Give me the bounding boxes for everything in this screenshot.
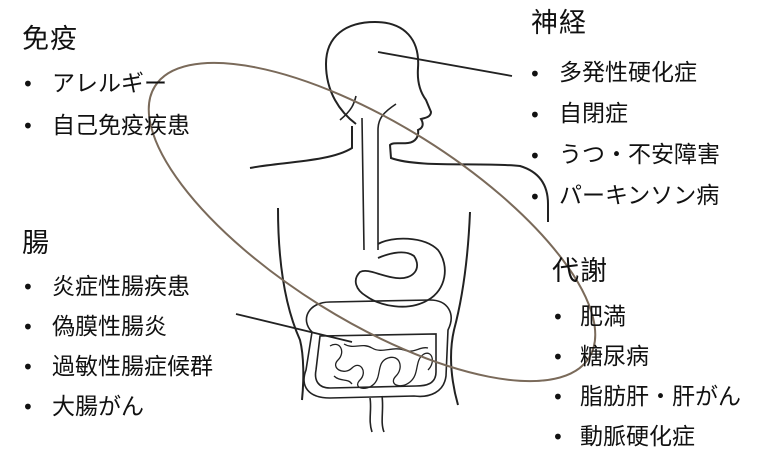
nerve-leader-line (378, 52, 512, 76)
list-item: •脂肪肝・肝がん (552, 377, 741, 417)
esophagus (340, 96, 396, 250)
list-item: •パーキンソン病 (529, 176, 720, 217)
metabolism-list: •肥満 •糖尿病 •脂肪肝・肝がん •動脈硬化症 (552, 297, 741, 457)
list-item-label: 糖尿病 (580, 346, 649, 369)
list-item: •動脈硬化症 (552, 417, 741, 457)
stomach (356, 239, 445, 307)
list-item-label: アレルギー (52, 73, 167, 96)
list-item-label: 過敏性腸症候群 (52, 356, 213, 379)
bullet: • (552, 427, 580, 447)
small-intestine (330, 344, 432, 388)
bullet: • (22, 277, 52, 297)
list-item-label: うつ・不安障害 (559, 144, 720, 167)
list-item-label: 炎症性腸疾患 (52, 276, 190, 299)
list-item-label: 大腸がん (52, 396, 144, 419)
immune-heading: 免疫 (22, 26, 190, 53)
gut-heading: 腸 (22, 230, 213, 257)
list-item: •うつ・不安障害 (529, 135, 720, 176)
list-item-label: 自己免疫疾患 (52, 115, 190, 138)
bullet: • (22, 116, 52, 136)
large-intestine (304, 300, 451, 398)
metabolism-heading: 代謝 (552, 258, 741, 285)
body-outline-left (250, 126, 352, 168)
torso-right (451, 212, 470, 405)
bullet: • (529, 146, 559, 166)
immune-group: 免疫 •アレルギー •自己免疫疾患 (22, 26, 190, 147)
nerve-list: •多発性硬化症 •自閉症 •うつ・不安障害 •パーキンソン病 (529, 53, 720, 217)
bullet: • (552, 347, 580, 367)
list-item-label: 肥満 (580, 306, 626, 329)
list-item: •偽膜性腸炎 (22, 307, 213, 347)
list-item: •糖尿病 (552, 337, 741, 377)
bullet: • (529, 105, 559, 125)
list-item-label: 動脈硬化症 (580, 426, 695, 449)
list-item: •多発性硬化症 (529, 53, 720, 94)
list-item-label: 脂肪肝・肝がん (580, 386, 741, 409)
gut-leader-line (236, 314, 352, 342)
gut-brain-diagram: 免疫 •アレルギー •自己免疫疾患 神経 •多発性硬化症 •自閉症 •うつ・不安… (0, 0, 772, 443)
list-item: •アレルギー (22, 63, 190, 105)
list-item: •炎症性腸疾患 (22, 267, 213, 307)
list-item: •自己免疫疾患 (22, 105, 190, 147)
list-item: •大腸がん (22, 387, 213, 427)
bullet: • (552, 387, 580, 407)
bullet: • (22, 317, 52, 337)
torso-left (278, 208, 303, 400)
nerve-heading: 神経 (531, 10, 720, 37)
bullet: • (529, 187, 559, 207)
nerve-group: 神経 •多発性硬化症 •自閉症 •うつ・不安障害 •パーキンソン病 (529, 10, 720, 217)
metabolism-group: 代謝 •肥満 •糖尿病 •脂肪肝・肝がん •動脈硬化症 (552, 258, 741, 457)
gut-list: •炎症性腸疾患 •偽膜性腸炎 •過敏性腸症候群 •大腸がん (22, 267, 213, 427)
list-item-label: 自閉症 (559, 103, 628, 126)
bullet: • (529, 64, 559, 84)
bullet: • (22, 397, 52, 417)
list-item-label: 多発性硬化症 (559, 62, 697, 85)
list-item-label: パーキンソン病 (559, 185, 719, 208)
immune-list: •アレルギー •自己免疫疾患 (22, 63, 190, 147)
bullet: • (22, 357, 52, 377)
list-item-label: 偽膜性腸炎 (52, 316, 167, 339)
bullet: • (552, 307, 580, 327)
list-item: •肥満 (552, 297, 741, 337)
body-outline (326, 22, 548, 222)
list-item: •過敏性腸症候群 (22, 347, 213, 387)
rectum (370, 396, 384, 432)
list-item: •自閉症 (529, 94, 720, 135)
gut-group: 腸 •炎症性腸疾患 •偽膜性腸炎 •過敏性腸症候群 •大腸がん (22, 230, 213, 427)
bullet: • (22, 74, 52, 94)
